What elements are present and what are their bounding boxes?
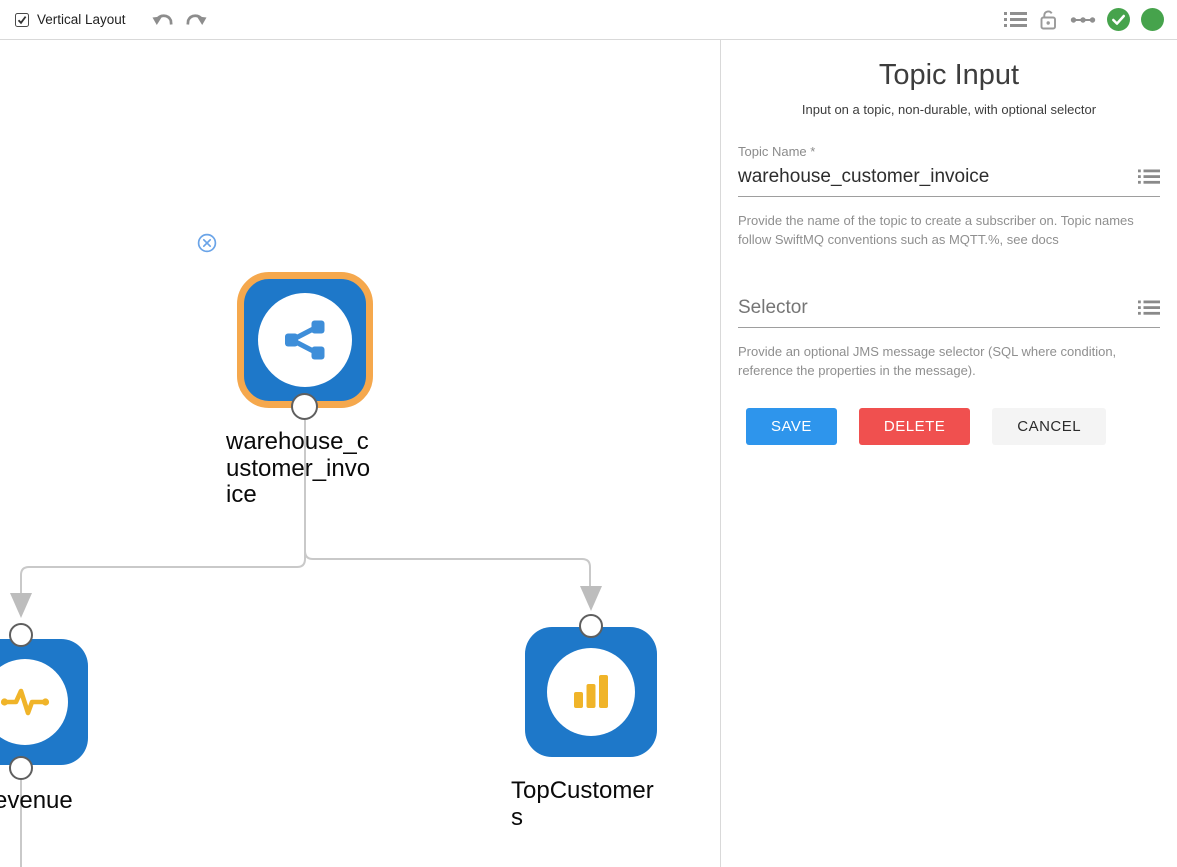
lock-button[interactable] [1038,8,1059,31]
port-topcustomers-input[interactable] [579,614,603,638]
save-button[interactable]: SAVE [746,408,837,445]
node-label-topcustomers: TopCustomers [511,777,654,831]
node-path-button[interactable] [1070,12,1096,28]
topic-name-input[interactable] [738,166,1138,188]
delete-node-button[interactable] [197,233,217,253]
properties-panel: Topic Input Input on a topic, non-durabl… [721,40,1177,867]
share-icon [285,320,325,360]
circle-x-icon [197,233,217,253]
edge-to-revenue [20,420,306,594]
node-label-revenue: evenue [0,787,73,814]
redo-button[interactable] [183,11,207,29]
flow-edges [10,420,602,867]
topic-name-help: Provide the name of the topic to create … [738,213,1134,247]
vertical-layout-checkbox[interactable] [15,12,29,27]
bar-chart-icon [574,675,608,708]
arrowhead-left [10,593,32,618]
panel-subtitle: Input on a topic, non-durable, with opti… [801,102,1097,117]
topic-name-underline [738,196,1160,197]
node-revenue[interactable] [0,639,88,765]
port-revenue-output[interactable] [9,756,33,780]
pulse-wave-icon [0,688,50,716]
port-topic-output[interactable] [291,393,318,420]
check-circle-icon [1107,8,1130,31]
check-icon [17,15,27,24]
undo-icon [152,13,173,25]
undo-button[interactable] [152,11,176,29]
redo-icon [186,13,207,25]
valid-status-badge [1107,8,1130,31]
list-icon [1138,169,1160,184]
flow-canvas[interactable]: warehouse_customer_invoice evenue TopCus… [0,40,721,867]
delete-button[interactable]: DELETE [858,408,971,445]
lock-open-icon [1040,10,1056,30]
selector-list-button[interactable] [1138,300,1160,316]
edge-to-topcustomers [304,420,591,587]
topic-name-list-button[interactable] [1138,169,1160,185]
list-icon [1004,12,1027,27]
panel-title: Topic Input [878,59,1020,91]
vertical-layout-label: Vertical Layout [37,12,126,27]
cancel-button[interactable]: CANCEL [992,408,1107,445]
port-revenue-input[interactable] [9,623,33,647]
selector-underline [738,327,1160,328]
node-topic-input[interactable] [237,272,373,408]
selector-help: Provide an optional JMS message selector… [738,344,1117,378]
arrowhead-right [580,586,602,611]
list-button[interactable] [1004,11,1027,28]
toolbar: Vertical Layout [0,0,1177,40]
node-topcustomers[interactable] [525,627,657,757]
node-path-icon [1070,16,1096,23]
connection-status-dot [1141,8,1164,31]
topic-name-label: Topic Name * [738,144,816,159]
list-icon [1138,300,1160,315]
selector-input[interactable] [738,297,1138,319]
node-label-topic: warehouse_customer_invoice [226,428,371,508]
